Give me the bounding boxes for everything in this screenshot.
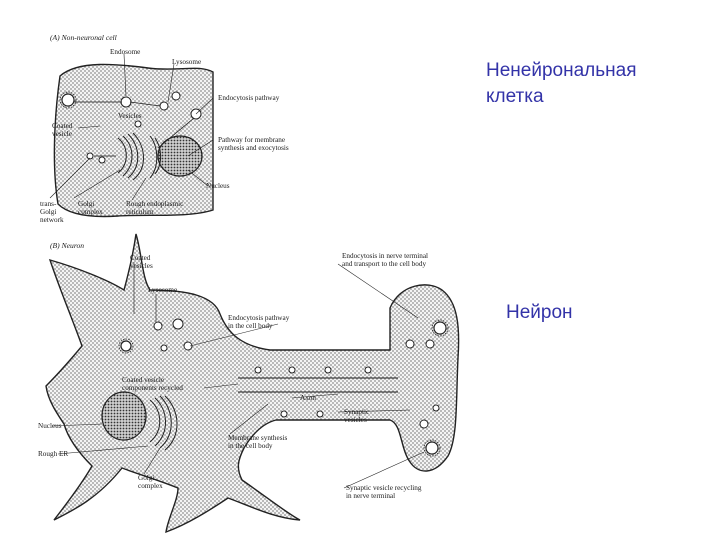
endocytosis-terminal-label: Endocytosis in nerve terminal and transp… — [342, 252, 428, 268]
nucleus-b — [102, 392, 146, 440]
vesicle-recycling-label: Synaptic vesicle recycling in nerve term… — [346, 484, 421, 500]
membrane-pathway-label: Pathway for membrane synthesis and exocy… — [218, 136, 289, 152]
axon-label: Axon — [300, 394, 316, 402]
title-non-neuronal: Ненейрональная клетка — [486, 58, 637, 110]
coated-vesicle-label: Coated vesicle — [52, 122, 72, 138]
nucleus-label-b: Nucleus — [38, 422, 62, 430]
golgi-label-b: Golgi complex — [138, 474, 163, 490]
endocytosis-pathway-label: Endocytosis pathway — [218, 94, 279, 102]
endocytosis-body-label: Endocytosis pathway in the cell body — [228, 314, 289, 330]
lysosome-label-a: Lysosome — [172, 58, 201, 66]
golgi-label-a: Golgi complex — [78, 200, 103, 216]
nucleus-label-a: Nucleus — [206, 182, 230, 190]
title-neuron: Нейрон — [506, 300, 573, 326]
endosome-label: Endosome — [110, 48, 140, 56]
panel-b-title: (B) Neuron — [50, 242, 84, 250]
rough-er-label-a: Rough endoplasmic reticulum — [126, 200, 183, 216]
cell-diagram-svg — [38, 28, 470, 536]
vesicles-label: Vesicles — [118, 112, 142, 120]
panel-a-title: (A) Non-neuronal cell — [50, 34, 117, 42]
lysosome-label-b: Lysosome — [148, 286, 177, 294]
rough-er-label-b: Rough ER — [38, 450, 68, 458]
membrane-synthesis-label: Membrane synthesis in the cell body — [228, 434, 287, 450]
recycled-label: Coated vesicle components recycled — [122, 376, 183, 392]
synaptic-vesicles-label: Synaptic vesicles — [344, 408, 369, 424]
trans-golgi-label: trans- Golgi network — [40, 200, 64, 224]
coated-vesicles-label-b: Coated vesicles — [130, 254, 153, 270]
cell-diagram-figure: (A) Non-neuronal cell Endosome Lysosome … — [38, 28, 470, 536]
